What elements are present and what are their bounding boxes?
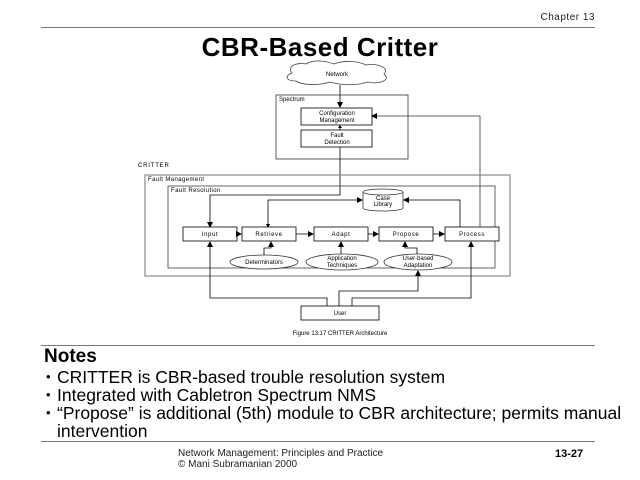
chapter-label: Chapter 13 <box>540 12 595 23</box>
user-box <box>300 305 380 321</box>
fault-management-label: Fault Management <box>148 177 204 183</box>
determinators-label: Determinators <box>245 260 283 266</box>
module-label: Adapt <box>332 232 351 238</box>
spectrum-box <box>275 94 409 160</box>
case-library-line1: Case <box>376 196 391 202</box>
user-adaptation-input-connector <box>338 270 421 306</box>
critter-label: CRITTER <box>138 163 170 169</box>
user-input-connector <box>207 241 328 306</box>
note-item: • “Propose” is additional (5th) module to… <box>46 404 626 440</box>
user-based-label-line1: User-based <box>402 256 433 262</box>
fault-detection-line1: Fault <box>330 133 344 139</box>
application-label-line1: Application <box>327 256 356 262</box>
fault-detection-box <box>300 129 373 148</box>
user-adaptation-connector <box>402 241 418 254</box>
arrowhead <box>266 224 270 228</box>
network-label: Network <box>326 72 349 78</box>
spectrum-label: Spectrum <box>279 97 305 103</box>
footer-copyright: © Mani Subramanian 2000 <box>178 459 298 470</box>
module-label: Process <box>459 232 485 238</box>
bullet-icon: • <box>46 369 51 384</box>
module-label: Input <box>202 232 218 238</box>
application-techniques-ellipse: Application Techniques <box>305 253 379 271</box>
determinators-connector <box>263 241 274 255</box>
bullet-icon: • <box>46 387 51 402</box>
user-based-adaptation-ellipse: User-based Adaptation <box>383 253 453 271</box>
user-label: User <box>334 311 347 317</box>
case-library-line2: Library <box>374 202 392 208</box>
page-number: 13-27 <box>555 448 584 460</box>
fault-detection-line2: Detection <box>324 140 349 146</box>
process-library-connector <box>403 197 461 227</box>
module-propose-box: Propose <box>378 226 434 242</box>
footer-divider <box>41 441 595 442</box>
module-adapt-box: Adapt <box>313 226 369 242</box>
note-text: CRITTER is CBR-based trouble resolution … <box>57 367 446 387</box>
determinators-ellipse: Determinators <box>229 254 299 270</box>
note-text: Integrated with Cabletron Spectrum NMS <box>57 385 377 405</box>
case-library-database: Case Library <box>362 188 404 212</box>
notes-divider <box>41 345 595 346</box>
module-input-box: Input <box>182 226 238 242</box>
arrowhead <box>338 125 342 128</box>
notes-heading: Notes <box>44 346 97 367</box>
module-label: Propose <box>393 232 420 238</box>
module-label: Retrieve <box>255 232 282 238</box>
process-to-config-connector <box>371 113 481 227</box>
critter-architecture-diagram: Network Spectrum Configuration Managemen… <box>138 60 511 337</box>
note-text: “Propose” is additional (5th) module to … <box>57 403 622 441</box>
top-divider <box>41 27 595 28</box>
bullet-icon: • <box>46 405 51 420</box>
config-label-line2: Management <box>319 118 354 124</box>
application-label-line2: Techniques <box>327 263 357 269</box>
notes-list: • CRITTER is CBR-based trouble resolution… <box>46 368 626 440</box>
module-process-box: Process <box>444 226 500 242</box>
module-row: Input Retrieve Adapt Propose Process <box>182 226 500 242</box>
note-item: • Integrated with Cabletron Spectrum NMS <box>46 386 626 404</box>
network-cloud: Network <box>286 60 387 86</box>
fault-to-input-connector <box>207 147 341 228</box>
footer-book-title: Network Management: Principles and Pract… <box>178 448 384 459</box>
user-process-connector <box>351 241 474 306</box>
fault-resolution-label: Fault Resolution <box>171 188 221 194</box>
figure-caption: Figure 13.17 CRITTER Architecture <box>293 331 388 337</box>
slide-title: CBR-Based Critter <box>201 32 439 62</box>
module-retrieve-box: Retrieve <box>241 226 297 242</box>
retrieve-library-connector <box>267 197 363 227</box>
fault-management-box <box>144 174 511 277</box>
note-item: • CRITTER is CBR-based trouble resolution… <box>46 368 626 386</box>
user-based-label-line2: Adaptation <box>404 263 433 269</box>
config-label-line1: Configuration <box>319 111 355 117</box>
